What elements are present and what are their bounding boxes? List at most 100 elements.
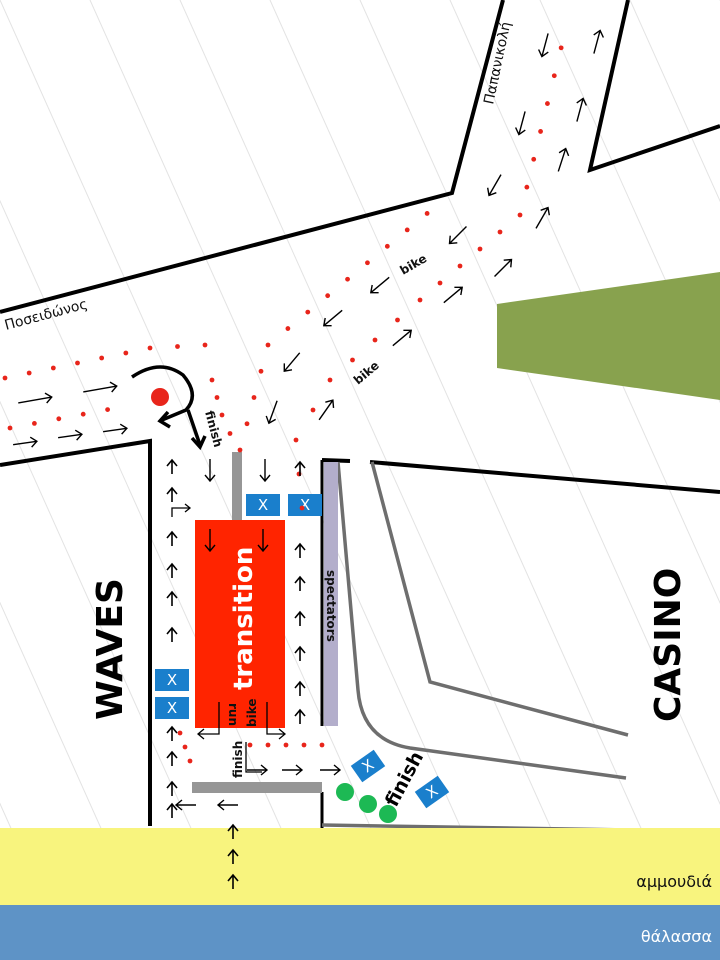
direction-arrow-icon (320, 764, 342, 776)
course-dot (305, 309, 311, 315)
course-dot (105, 407, 110, 412)
up-arrow-icon (294, 575, 306, 591)
hatch-line (0, 601, 161, 960)
course-dot (202, 342, 208, 348)
hatch-line (89, 0, 521, 960)
course-dot (457, 263, 463, 269)
course-dot (75, 360, 80, 366)
sea-label: θάλασσα (641, 927, 712, 946)
marker-x: X (288, 494, 322, 516)
course-arrows (13, 29, 605, 889)
course-dot (310, 407, 316, 413)
hatch-line (629, 0, 720, 203)
finish-turn-arrow (245, 742, 262, 773)
casino-outline-inner (370, 461, 629, 737)
run-exit-label: run (226, 703, 240, 726)
course-dot (350, 357, 355, 363)
course-dot (187, 758, 193, 764)
direction-arrow-icon (257, 529, 269, 553)
course-dot (182, 744, 188, 750)
turn-arrowhead (184, 503, 192, 513)
course-dot (345, 276, 350, 282)
up-arrow-icon (166, 458, 178, 474)
course-dot (99, 355, 105, 361)
up-arrow-icon (166, 802, 178, 818)
up-arrow-icon (227, 873, 239, 889)
direction-arrow-icon (204, 529, 216, 553)
course-dot (325, 293, 331, 299)
course-dot (531, 156, 537, 162)
up-arrow-icon (166, 725, 178, 741)
up-arrow-icon (294, 708, 306, 724)
course-dot (372, 337, 378, 343)
hatch-line (0, 400, 251, 960)
course-dot (32, 421, 37, 426)
run-exit-arrowhead (196, 728, 205, 740)
hatch-line (539, 0, 720, 404)
transition-area (195, 520, 285, 728)
course-dot (327, 377, 333, 383)
spectators-area (324, 462, 338, 726)
course-dot (395, 317, 400, 323)
course-dot (551, 73, 557, 79)
course-dot (517, 212, 523, 218)
up-arrow-icon (227, 823, 239, 839)
direction-arrow-icon (259, 459, 271, 483)
course-dot (265, 742, 271, 748)
up-arrow-icon (166, 750, 178, 766)
road-edge-poseidonos-south (0, 438, 152, 826)
spectators-label: spectators (324, 570, 338, 642)
course-dot (285, 326, 291, 331)
direction-arrow-icon (58, 429, 83, 441)
finish-label-bottom: finish (231, 741, 245, 778)
course-dot (301, 742, 307, 748)
park-area (497, 272, 720, 400)
road-edge-poseidonos-north (0, 0, 505, 314)
direction-arrow-icon (486, 174, 502, 197)
beach-label: αμμουδιά (636, 872, 712, 891)
waves-label: WAVES (90, 578, 131, 720)
course-dot (123, 350, 129, 356)
course-dot (384, 243, 390, 249)
bike-exit-label: bike (245, 699, 259, 728)
road-label-poseidonos: Ποσειδώνος (3, 296, 89, 333)
course-dot (293, 437, 299, 443)
direction-arrow-icon (247, 764, 269, 776)
direction-arrow-icon (283, 352, 301, 373)
marker-x: X (350, 749, 386, 783)
svg-text:X: X (300, 496, 310, 514)
svg-text:X: X (167, 671, 177, 689)
course-dot (558, 45, 564, 51)
beach-area (0, 828, 720, 905)
course-dot (524, 184, 530, 190)
direction-arrow-icon (318, 399, 335, 421)
up-arrow-icon (166, 590, 178, 606)
direction-arrow-icon (174, 799, 196, 811)
barrier-transition-top (232, 452, 242, 522)
course-dot (7, 425, 13, 431)
hatch-line (269, 0, 701, 960)
course-dot (299, 505, 305, 511)
up-arrow-icon (166, 530, 178, 546)
course-dot (365, 260, 370, 266)
direction-arrow-icon (204, 459, 216, 483)
direction-arrow-icon (103, 423, 128, 435)
hatch-line (0, 199, 341, 960)
finish-direction-arrow (186, 409, 202, 446)
direction-arrow-icon (448, 226, 467, 245)
course-dot (177, 730, 183, 736)
course-dot (209, 377, 215, 383)
transition-label: transition (229, 547, 259, 690)
up-arrow-icon (294, 542, 306, 558)
aid-station-dot (336, 783, 354, 801)
up-arrow-icon (294, 460, 306, 476)
aid-station-dot (379, 805, 397, 823)
course-dot (404, 227, 410, 233)
direction-arrow-icon (392, 329, 413, 347)
turnaround-marker (151, 388, 169, 406)
course-dot (251, 395, 257, 400)
direction-arrow-icon (13, 436, 38, 448)
up-arrow-icon (166, 780, 178, 796)
